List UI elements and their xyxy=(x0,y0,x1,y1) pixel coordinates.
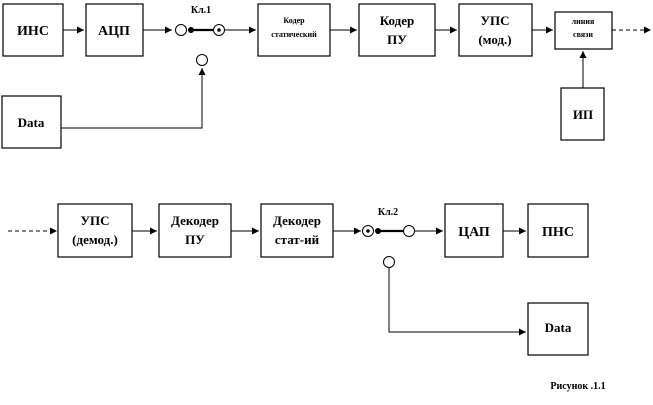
dashed-arrow-in-head xyxy=(50,227,57,235)
block-decoder-stat-label-2: стат-ий xyxy=(275,232,320,247)
block-ups-demod: УПС (демод.) xyxy=(57,203,133,258)
block-decoder-pu-label-2: ПУ xyxy=(185,232,205,247)
block-ins: ИНС xyxy=(2,3,64,57)
switch-key2-pivot xyxy=(375,228,381,234)
block-decoder-pu: Декодер ПУ xyxy=(158,203,232,258)
block-ups-demod-label-2: (демод.) xyxy=(72,232,118,247)
switch-key1-input-node xyxy=(175,24,187,36)
block-coder-stat: Кодер статический xyxy=(257,3,331,57)
block-adc-label: АЦП xyxy=(98,24,130,39)
block-ups-mod-label-2: (мод.) xyxy=(478,32,511,47)
block-pns-label: ПНС xyxy=(542,225,574,240)
block-ups-mod: УПС (мод.) xyxy=(458,3,533,57)
block-data-tx-label: Data xyxy=(18,115,45,130)
block-decoder-pu-label-1: Декодер xyxy=(171,213,219,228)
block-dac: ЦАП xyxy=(444,203,504,258)
block-decoder-stat: Декодер стат-ий xyxy=(260,203,334,258)
block-decoder-stat-label-1: Декодер xyxy=(273,213,321,228)
block-data-rx-label: Data xyxy=(545,320,572,335)
block-coder-pu: Кодер ПУ xyxy=(358,3,436,57)
block-ups-demod-label-1: УПС xyxy=(80,213,109,228)
block-coder-pu-label-2: ПУ xyxy=(387,32,407,47)
block-data-rx: Data xyxy=(527,302,589,356)
arrow-data-key1 xyxy=(61,68,206,129)
block-line-label-2: связи xyxy=(573,30,593,39)
block-ip-label: ИП xyxy=(573,107,593,122)
switch-key1-label: Кл.1 xyxy=(191,5,211,16)
block-coder-stat-label-2: статический xyxy=(271,30,317,39)
switch-key2-alt-node xyxy=(383,256,395,268)
block-ip: ИП xyxy=(560,87,605,141)
switch-key1: Кл.1 xyxy=(175,5,225,66)
arrow-key2-data xyxy=(388,268,526,336)
block-ins-label: ИНС xyxy=(17,24,49,39)
block-dac-label: ЦАП xyxy=(458,225,490,240)
block-line-label-1: линия xyxy=(572,17,595,26)
block-coder-pu-label-1: Кодер xyxy=(380,13,414,28)
figure-caption: Рисунок .1.1 xyxy=(550,381,605,392)
block-pns: ПНС xyxy=(527,203,589,258)
switch-key2-output-node xyxy=(403,225,415,237)
switch-key2-label: Кл.2 xyxy=(378,207,398,218)
block-data-tx: Data xyxy=(1,95,62,149)
dashed-arrow-out-head xyxy=(644,26,651,34)
switch-key2: Кл.2 xyxy=(362,207,415,268)
switch-key1-pivot xyxy=(188,27,194,33)
block-coder-stat-label-1: Кодер xyxy=(283,16,305,25)
block-line: линия связи xyxy=(554,11,613,50)
block-adc: АЦП xyxy=(85,3,144,57)
block-ups-mod-label-1: УПС xyxy=(480,13,509,28)
switch-key1-alt-node xyxy=(196,54,208,66)
